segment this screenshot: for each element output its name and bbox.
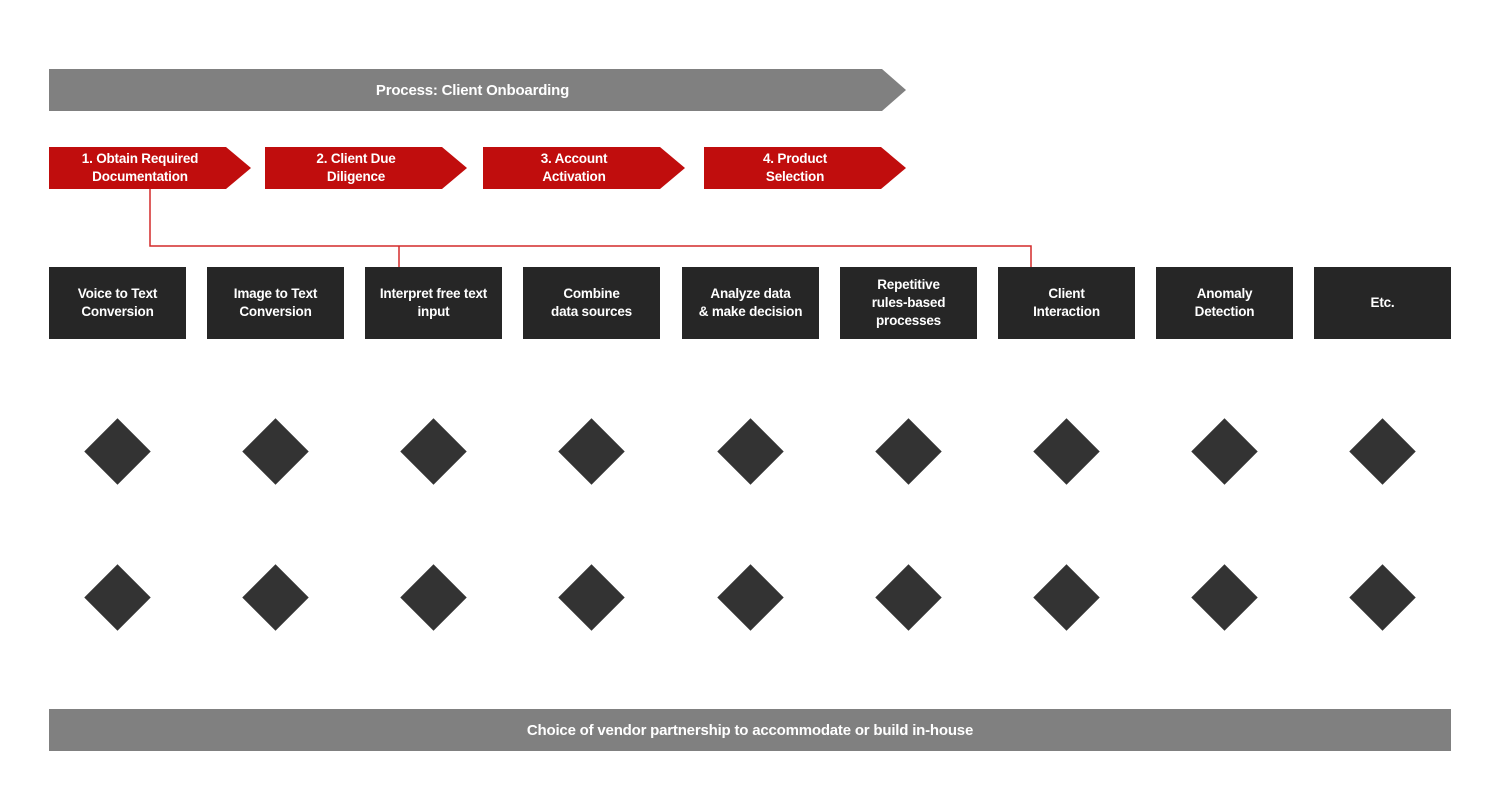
diamond-row1-analyze [717, 418, 784, 485]
diamond-row2-voice [84, 564, 151, 631]
process-title: Process: Client Onboarding [375, 81, 570, 99]
diamond-row2-anomaly [1191, 564, 1258, 631]
diamond-row1-voice [84, 418, 151, 485]
process-banner: Process: Client Onboarding [49, 69, 906, 111]
footer-label: Choice of vendor partnership to accommod… [526, 721, 974, 739]
capability-analyze-data[interactable]: Analyze data& make decision [682, 267, 819, 339]
diamond-row1-repetitive [875, 418, 942, 485]
diamond-row1-combine [558, 418, 625, 485]
capability-label: Etc. [1370, 295, 1395, 310]
diamond-row2-interpret [400, 564, 467, 631]
diamond-row1-anomaly [1191, 418, 1258, 485]
capability-etc[interactable]: Etc. [1314, 267, 1451, 339]
diamond-row2-client [1033, 564, 1100, 631]
diamond-row2-combine [558, 564, 625, 631]
diamond-row1-image [242, 418, 309, 485]
connector-main-line [149, 189, 1032, 267]
diamond-row1-interpret [400, 418, 467, 485]
diamond-row2-image [242, 564, 309, 631]
diamond-row2-etc [1349, 564, 1416, 631]
footer-bar: Choice of vendor partnership to accommod… [49, 709, 1451, 751]
diamond-row1-client [1033, 418, 1100, 485]
diamond-row2-repetitive [875, 564, 942, 631]
capability-label: Analyze data& make decision [698, 286, 803, 319]
diamond-row1-etc [1349, 418, 1416, 485]
diamond-row2-analyze [717, 564, 784, 631]
